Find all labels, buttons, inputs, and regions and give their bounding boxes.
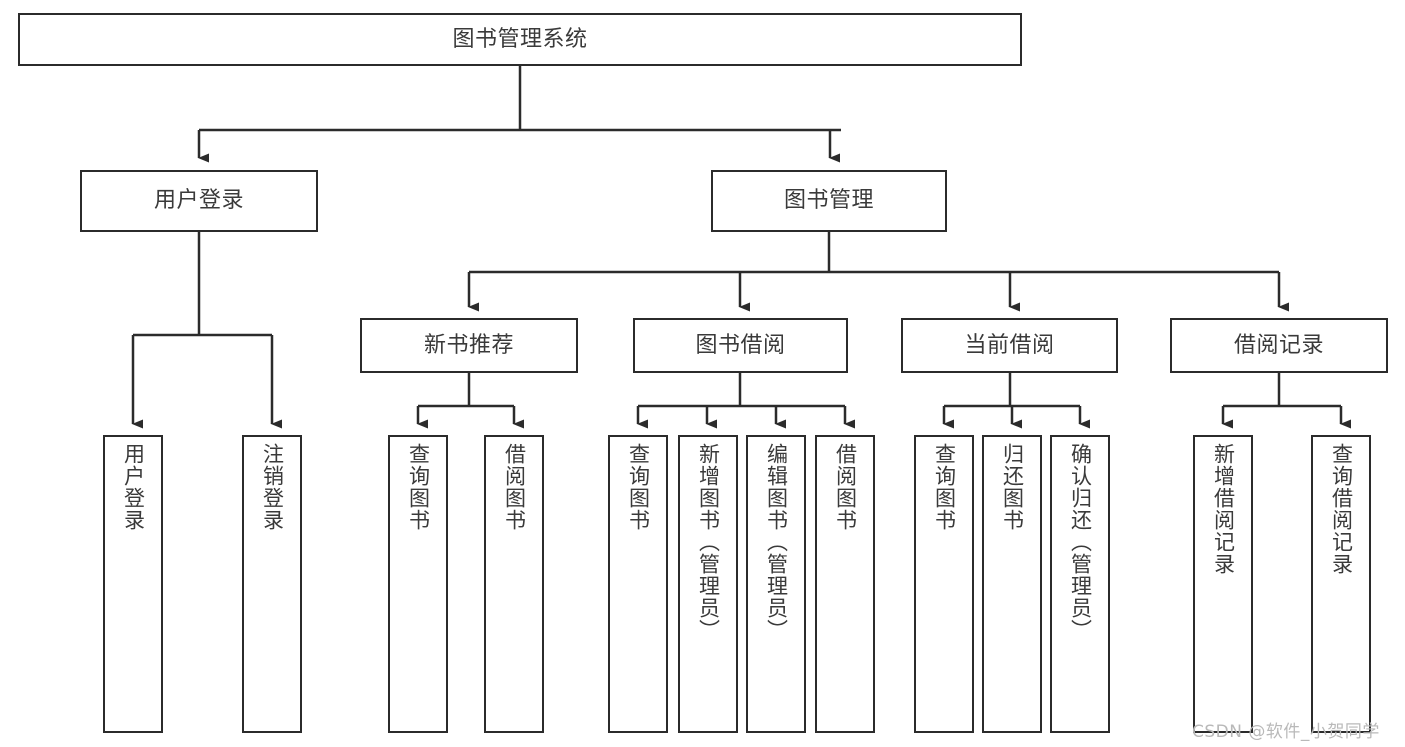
node-book-borrow-label: 图书借阅 [695, 332, 786, 358]
node-user-login[interactable]: 用户登录 [80, 170, 318, 232]
leaf-user-login-logout[interactable]: 注销登录 [242, 435, 302, 733]
leaf-borrow-add-book-admin[interactable]: 新增图书（管理员） [678, 435, 738, 733]
leaf-borrow-borrow-book[interactable]: 借阅图书 [815, 435, 875, 733]
leaf-label: 查询图书 [932, 443, 957, 531]
node-book-management[interactable]: 图书管理 [711, 170, 947, 232]
leaf-label: 编辑图书（管理员） [764, 443, 789, 641]
leaf-recommend-query-book[interactable]: 查询图书 [388, 435, 448, 733]
leaf-current-confirm-return-admin[interactable]: 确认归还（管理员） [1050, 435, 1110, 733]
leaf-label: 确认归还（管理员） [1068, 443, 1093, 641]
leaf-label: 借阅图书 [502, 443, 527, 531]
node-new-book-recommend[interactable]: 新书推荐 [360, 318, 578, 373]
leaf-label: 新增图书（管理员） [696, 443, 721, 641]
node-borrow-record[interactable]: 借阅记录 [1170, 318, 1388, 373]
leaf-current-query-book[interactable]: 查询图书 [914, 435, 974, 733]
node-borrow-record-label: 借阅记录 [1233, 332, 1324, 358]
leaf-label: 新增借阅记录 [1211, 443, 1236, 575]
leaf-label: 查询借阅记录 [1329, 443, 1354, 575]
leaf-label: 查询图书 [626, 443, 651, 531]
leaf-record-add-record[interactable]: 新增借阅记录 [1193, 435, 1253, 733]
node-book-borrow[interactable]: 图书借阅 [633, 318, 848, 373]
leaf-label: 归还图书 [1000, 443, 1025, 531]
node-new-book-recommend-label: 新书推荐 [423, 332, 514, 358]
leaf-label: 用户登录 [121, 443, 146, 531]
leaf-recommend-borrow-book[interactable]: 借阅图书 [484, 435, 544, 733]
leaf-borrow-query-book[interactable]: 查询图书 [608, 435, 668, 733]
leaf-borrow-edit-book-admin[interactable]: 编辑图书（管理员） [746, 435, 806, 733]
node-book-management-label: 图书管理 [783, 188, 874, 213]
node-root-system[interactable]: 图书管理系统 [18, 13, 1022, 66]
leaf-label: 借阅图书 [833, 443, 858, 531]
node-user-login-label: 用户登录 [153, 188, 244, 213]
node-current-borrow[interactable]: 当前借阅 [901, 318, 1118, 373]
leaf-current-return-book[interactable]: 归还图书 [982, 435, 1042, 733]
leaf-user-login-login[interactable]: 用户登录 [103, 435, 163, 733]
node-current-borrow-label: 当前借阅 [964, 332, 1055, 358]
leaf-label: 查询图书 [406, 443, 431, 531]
node-root-label: 图书管理系统 [452, 26, 588, 52]
watermark-text: CSDN @软件_小贺同学 [1192, 722, 1380, 742]
leaf-label: 注销登录 [260, 443, 285, 531]
leaf-record-query-record[interactable]: 查询借阅记录 [1311, 435, 1371, 733]
